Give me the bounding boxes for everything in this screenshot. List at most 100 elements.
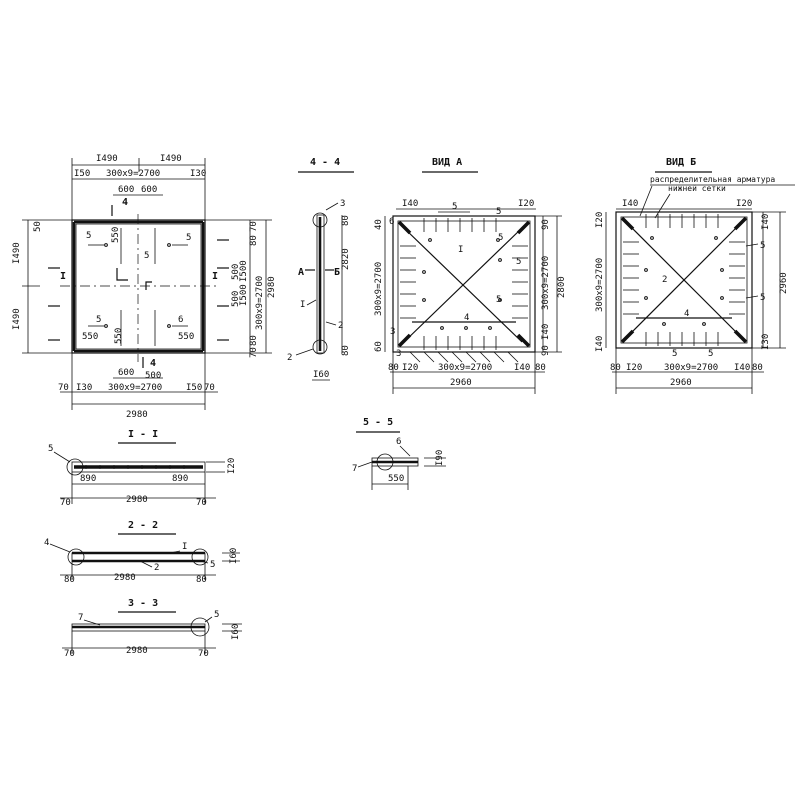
plan-dim-inner-c: 550 xyxy=(82,332,98,342)
plan-dim-right-1a: 70 xyxy=(249,221,259,232)
section-5-5-callout-a: 6 xyxy=(396,437,401,447)
plan-mark-7: I xyxy=(212,271,218,282)
section-2-2-dim-a: 80 xyxy=(64,575,75,585)
section-2-2-callout-a: 4 xyxy=(44,538,49,548)
section-3-3-title: 3 - 3 xyxy=(128,598,158,609)
plan-dim-bottom-inner-a: 600 xyxy=(118,368,134,378)
view-a: ВИД А xyxy=(374,157,567,394)
section-4-4-dim-b: 2820 xyxy=(341,248,351,270)
view-a-title: ВИД А xyxy=(432,157,462,168)
section-3-3-dim-c: 70 xyxy=(198,649,209,659)
view-a-callout-2: 5 xyxy=(496,207,501,217)
plan-dim-top-1b: I490 xyxy=(160,154,182,164)
view-a-dim-bottom-1d: I40 xyxy=(514,363,530,373)
view-b-callout-3: 2 xyxy=(662,275,667,285)
section-2-2-dim-c: 80 xyxy=(196,575,207,585)
view-b-dim-left-c: I40 xyxy=(595,336,605,352)
plan-dim-top-2c: I30 xyxy=(190,169,206,179)
section-1-1-title: I - I xyxy=(128,429,158,440)
view-a-callout-10: 3 xyxy=(396,349,401,359)
section-3-3-callout-a: 7 xyxy=(78,613,83,623)
view-a-dim-top-a: I40 xyxy=(402,199,418,209)
plan-dim-bottom-1e: 70 xyxy=(204,383,215,393)
plan-dim-inner-f: 500 xyxy=(231,291,241,307)
section-4-4-dim-d: I60 xyxy=(313,370,329,380)
view-b-callout-4: 4 xyxy=(684,309,689,319)
section-1-1-dim-d: 2980 xyxy=(126,495,148,505)
view-a-dim-right-c: 2800 xyxy=(557,276,567,298)
section-4-4-title: 4 - 4 xyxy=(310,157,340,168)
section-3-3-dim-a: 70 xyxy=(64,649,75,659)
view-a-callout-5: 5 xyxy=(498,233,503,243)
view-a-dim-bottom-1a: 80 xyxy=(388,363,399,373)
view-b-dim-left-b: 300x9=2700 xyxy=(595,258,605,312)
section-4-4-dim-a: 80 xyxy=(341,215,351,226)
section-3-3-height: I60 xyxy=(231,624,241,640)
view-a-dim-left-a: 40 xyxy=(374,219,384,230)
section-4-4-dim-c: 80 xyxy=(341,345,351,356)
section-1-1-dim-a: 890 xyxy=(80,474,96,484)
view-a-dim-right-a: 90 xyxy=(541,219,551,230)
section-4-4-callout-d: I xyxy=(300,300,305,310)
plan-dim-inner-g: 50 xyxy=(33,221,43,232)
section-2-2-callout-c: 2 xyxy=(154,563,159,573)
view-b-callout-6: 5 xyxy=(708,349,713,359)
view-b-dim-bottom-1c: 300x9=2700 xyxy=(664,363,718,373)
plan-dim-top-2a: I50 xyxy=(74,169,90,179)
section-5-5-dim-a: 550 xyxy=(388,474,404,484)
section-4-4-arrow-b: Б xyxy=(334,267,340,278)
plan-dim-left-b: I490 xyxy=(12,308,22,330)
plan-dim-bottom-1b: I30 xyxy=(76,383,92,393)
plan-dim-right-1c: I500 xyxy=(239,260,249,282)
section-4-4-callout-c: 2 xyxy=(338,321,343,331)
plan-section-mark-bottom: 4 xyxy=(150,358,156,369)
view-b-title: ВИД Б xyxy=(666,157,696,168)
view-a-dim-bottom-1c: 300x9=2700 xyxy=(438,363,492,373)
plan-mark-4: 5 xyxy=(96,315,101,325)
section-1-1-height: I20 xyxy=(227,458,237,474)
view-b-dim-right-c: I30 xyxy=(761,334,771,350)
view-a-callout-4: I xyxy=(458,245,463,255)
section-5-5: 5 - 5 6 7 550 I90 xyxy=(352,417,446,490)
view-b: ВИД Б распределительная арматура нижней … xyxy=(595,157,795,394)
plan-dim-right-2a: 300x9=2700 xyxy=(255,276,265,330)
view-a-dim-right-b: 300x9=2700 xyxy=(541,256,551,310)
view-a-dim-bottom-1e: 80 xyxy=(535,363,546,373)
section-1-1-callout: 5 xyxy=(48,444,53,454)
section-1-1-dim-b: 890 xyxy=(172,474,188,484)
plan-mark-6: I xyxy=(60,271,66,282)
view-a-dim-bottom-1b: I20 xyxy=(402,363,418,373)
plan-dim-inner-top-a: 600 xyxy=(118,185,134,195)
plan-dim-bottom-1d: I50 xyxy=(186,383,202,393)
section-2-2-height: I60 xyxy=(229,548,239,564)
plan-dim-bottom-2: 2980 xyxy=(126,410,148,420)
view-a-dim-top-b: I20 xyxy=(518,199,534,209)
section-1-1-dim-c: 70 xyxy=(60,498,71,508)
plan-dim-inner-d: 550 xyxy=(178,332,194,342)
plan-mark-2: 5 xyxy=(86,231,91,241)
section-4-4-arrow-a: A xyxy=(298,267,304,278)
section-1-1: I - I 5 I20 890 890 70 2980 70 xyxy=(48,429,237,508)
plan-dim-right-1e: 80 xyxy=(249,335,259,346)
plan-dim-inner-e: 500 xyxy=(231,264,241,280)
view-a-dim-left-b: 300x9=2700 xyxy=(374,262,384,316)
view-b-dim-bottom-2: 2960 xyxy=(670,378,692,388)
section-2-2-title: 2 - 2 xyxy=(128,520,158,531)
plan-dim-top-1a: I490 xyxy=(96,154,118,164)
view-b-note-2: нижней сетки xyxy=(668,184,726,193)
plan-section-mark-top: 4 xyxy=(122,197,128,208)
plan-dim-right-1d: I500 xyxy=(239,284,249,306)
view-b-dim-left-a: I20 xyxy=(595,212,605,228)
view-b-dim-bottom-1d: I40 xyxy=(734,363,750,373)
plan-dim-bottom-1a: 70 xyxy=(58,383,69,393)
plan-dim-inner-a: 550 xyxy=(111,227,121,243)
view-a-callout-8: 4 xyxy=(464,313,469,323)
section-3-3-dim-b: 2980 xyxy=(126,646,148,656)
plan-mark-5: 6 xyxy=(178,315,183,325)
section-4-4-callout-a: 3 xyxy=(340,199,345,209)
view-b-callout-5: 5 xyxy=(672,349,677,359)
view-a-dim-right-d: I40 xyxy=(541,324,551,340)
view-a-dim-bottom-2: 2960 xyxy=(450,378,472,388)
plan-mark-3: 5 xyxy=(186,233,191,243)
